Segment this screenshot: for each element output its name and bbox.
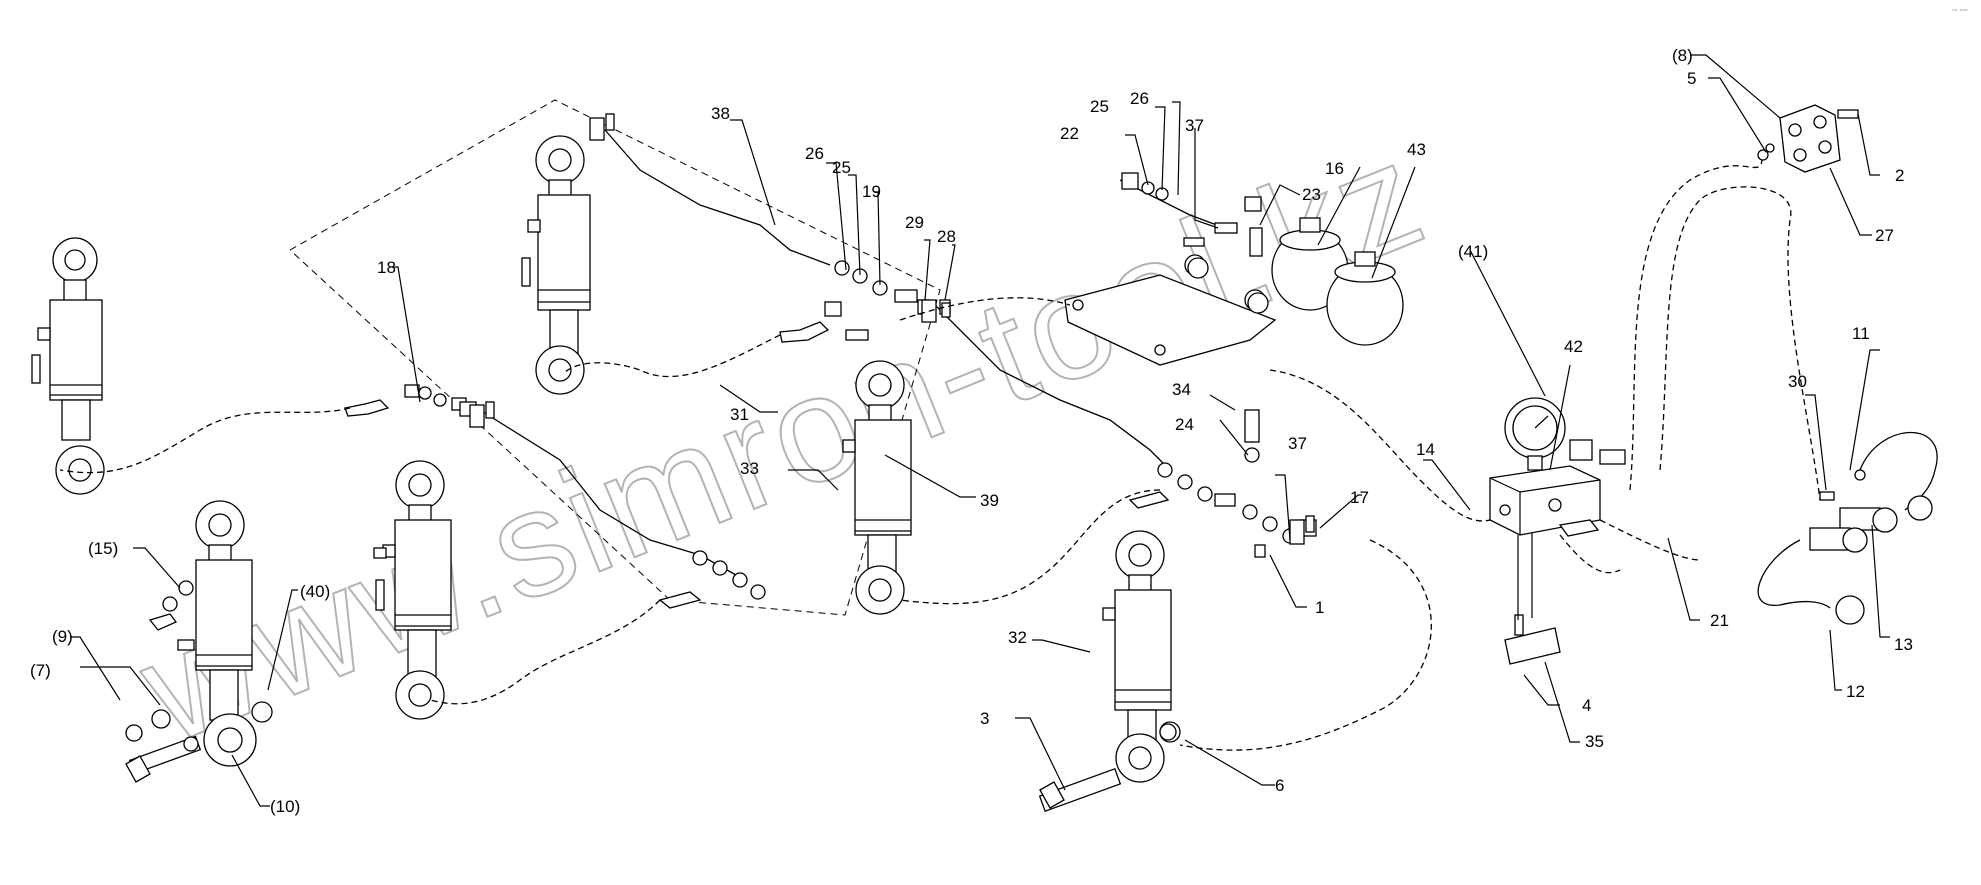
callout-16: 16 [1325, 159, 1344, 178]
callout-38: 38 [711, 104, 730, 123]
bracket-18 [469, 401, 495, 428]
hose-long-right-1 [1629, 159, 1763, 491]
callout-37b: 37 [1288, 434, 1307, 453]
bracket-37 [1289, 515, 1315, 545]
tube-38 [604, 129, 831, 266]
callout-10: (10) [270, 797, 300, 816]
fittings-center-right [1128, 409, 1317, 558]
callout-11: 11 [1852, 324, 1870, 343]
hose-to-cylinder-right [1179, 539, 1432, 751]
callout-26b: 26 [805, 144, 824, 163]
dust-cap-11 [1854, 431, 1938, 521]
corner-mark: °° °°° [1952, 8, 1968, 16]
callout-26a: 26 [1130, 89, 1149, 108]
callout-25a: 25 [1090, 97, 1109, 116]
callout-33: 33 [740, 459, 759, 478]
nut-6 [1159, 723, 1177, 741]
cylinder-left-bottom [195, 500, 273, 767]
callout-27: 27 [1875, 226, 1894, 245]
valve-block [1489, 439, 1626, 537]
callout-22: 22 [1060, 124, 1079, 143]
nut-9 [151, 709, 171, 729]
callout-31: 31 [730, 405, 749, 424]
pressure-gauge [1504, 397, 1566, 471]
cylinder-far-left [31, 237, 105, 495]
hose-valve-right [1599, 519, 1701, 561]
hose-long-right-2 [1659, 186, 1821, 501]
callout-37a: 37 [1185, 116, 1204, 135]
callout-43: 43 [1407, 140, 1426, 159]
callout-28: 28 [937, 227, 956, 246]
quick-coupler-13 [1839, 507, 1898, 533]
callout-13: 13 [1894, 635, 1913, 654]
callout-21: 21 [1710, 611, 1729, 630]
hose-center [899, 297, 1071, 321]
callout-17: 17 [1350, 488, 1369, 507]
tube-main-diagonal [929, 299, 1171, 471]
cylinder-top [521, 135, 591, 395]
cylinder-right [1102, 530, 1181, 783]
callout-2: 2 [1895, 166, 1904, 185]
dust-cap-12 [1757, 539, 1865, 625]
fitting-30 [1819, 491, 1835, 501]
callout-15: (15) [88, 539, 118, 558]
callout-24: 24 [1175, 415, 1194, 434]
bracket-35 [1504, 533, 1561, 665]
accumulator-2 [1326, 251, 1404, 346]
bolt-3 [1038, 767, 1122, 813]
callout-6: 6 [1275, 776, 1284, 795]
callout-3: 3 [980, 709, 989, 728]
callout-9: (9) [52, 627, 73, 646]
callout-42: 42 [1564, 337, 1583, 356]
callout-40: (40) [300, 582, 330, 601]
callout-8: (8) [1672, 46, 1693, 65]
callout-25b: 25 [832, 158, 851, 177]
callout-1: 1 [1315, 598, 1324, 617]
callout-32: 32 [1008, 628, 1027, 647]
callout-34: 34 [1172, 380, 1191, 399]
hose-plate-to-valve [1269, 369, 1491, 522]
callout-12: 12 [1846, 682, 1865, 701]
fittings-left-cylinder-ports [148, 547, 387, 651]
callout-4: 4 [1582, 696, 1591, 715]
hose-bracket-27 [1757, 104, 1859, 173]
hose-valve-down [1559, 534, 1621, 574]
callout-39: 39 [980, 491, 999, 510]
hose-center-lower [899, 489, 1161, 605]
cylinder-center [842, 360, 912, 615]
hose-left [59, 407, 351, 474]
fittings-left [344, 384, 477, 417]
callout-7: (7) [30, 661, 51, 680]
leader-lines [70, 54, 1890, 807]
fittings-lower-left [658, 550, 766, 609]
hose-left-bottom [429, 599, 661, 705]
mounting-plate [1064, 257, 1277, 366]
cylinder-mid-left [375, 460, 452, 720]
callout-29: 29 [905, 213, 924, 232]
hose-top-left [564, 334, 781, 378]
callout-5: 5 [1687, 69, 1696, 88]
quick-coupler-lower [1809, 527, 1868, 553]
bracket-top [589, 113, 615, 141]
callout-19: 19 [862, 182, 881, 201]
callout-14: 14 [1416, 440, 1435, 459]
washer-7 [125, 724, 143, 742]
nut-10 [183, 736, 199, 752]
callout-30: 30 [1788, 372, 1807, 391]
callout-labels: 1 2 3 4 5 6 (7) (8) (9) (10) 11 12 13 14… [30, 46, 1913, 816]
callout-41: (41) [1458, 242, 1488, 261]
callout-23: 23 [1302, 185, 1321, 204]
callout-35: 35 [1585, 732, 1604, 751]
callout-18: 18 [377, 258, 396, 277]
